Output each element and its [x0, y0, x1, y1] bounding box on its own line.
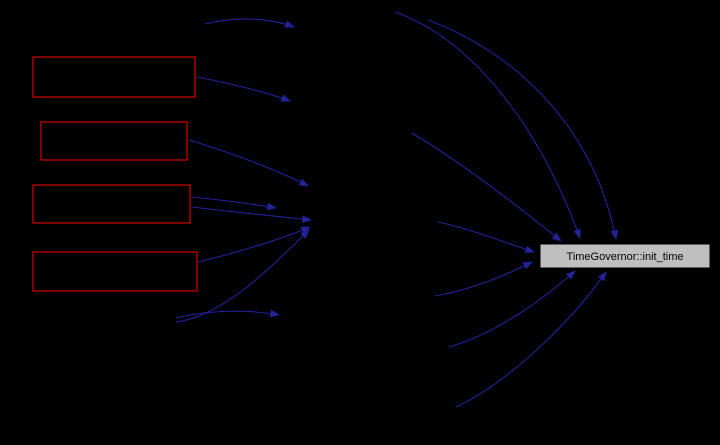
edge: [196, 76, 291, 102]
target-node[interactable]: TimeGovernor::init_time: [540, 244, 710, 268]
target-node-label: TimeGovernor::init_time: [567, 251, 684, 263]
edge: [455, 271, 607, 408]
edge: [411, 132, 562, 242]
edge: [175, 229, 310, 323]
edge: [188, 139, 309, 187]
edge: [204, 18, 295, 28]
edge: [197, 226, 311, 263]
edge: [434, 261, 533, 297]
edge: [191, 206, 312, 223]
caller-node-1[interactable]: [32, 56, 196, 98]
target-node-box[interactable]: [540, 244, 710, 268]
edge: [427, 19, 619, 240]
caller-node-3[interactable]: [32, 184, 191, 224]
edge: [191, 196, 277, 211]
edge: [394, 11, 581, 239]
edge: [437, 221, 535, 254]
caller-node-4[interactable]: [32, 251, 198, 292]
edge: [448, 270, 576, 348]
edge: [175, 309, 280, 319]
caller-node-2[interactable]: [40, 121, 188, 161]
